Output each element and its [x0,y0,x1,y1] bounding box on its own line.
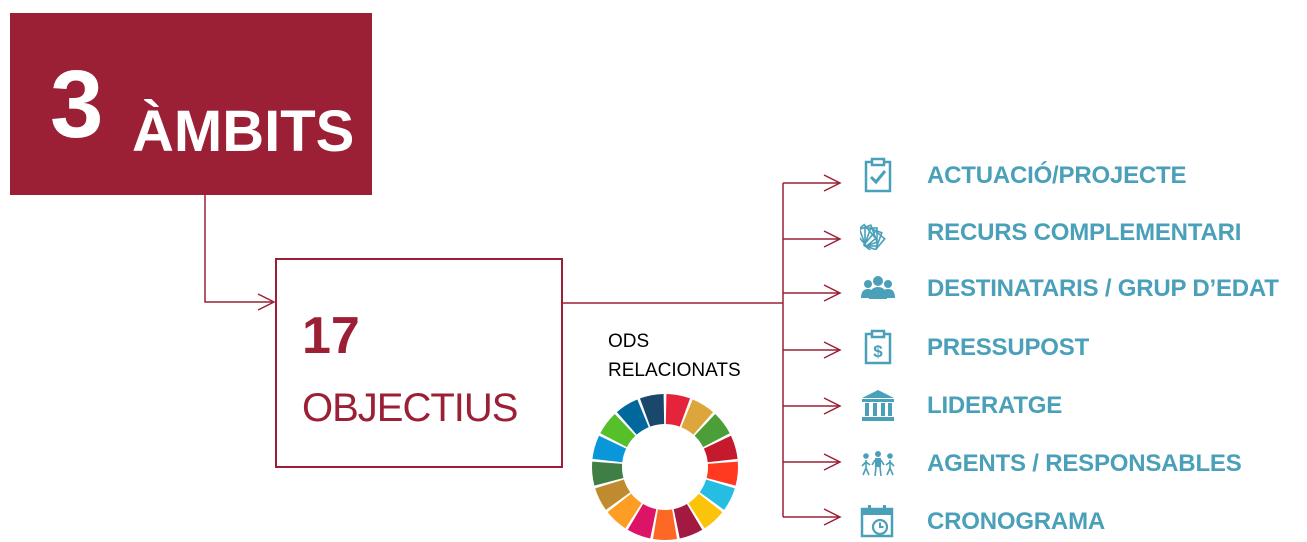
sdg-wheel-icon [592,394,738,540]
branch-arrow-1 [783,174,842,192]
branch-arrow-2 [783,230,842,248]
sdg-wheel-segment [600,414,636,448]
sdg-wheel-segment [703,435,738,463]
sdg-wheel-segment [595,479,631,510]
sdg-wheel-segment [607,493,642,529]
item-label: RECURS COMPLEMENTARI [927,219,1242,246]
sdg-wheel-segment [627,503,657,539]
item-agents-responsables: AGENTS / RESPONSABLES [860,443,1307,483]
sdg-wheel-segment [592,435,627,463]
sdg-wheel-segment [694,414,730,448]
ambits-number: 3 [50,51,104,158]
item-label: LIDERATGE [927,392,1063,419]
branch-arrow-4 [783,341,842,359]
item-actuacio-projecte: ACTUACIÓ/PROJECTE [860,155,1307,195]
item-label: ACTUACIÓ/PROJECTE [927,162,1187,189]
branch-arrow-7 [783,508,842,526]
sdg-wheel-segment [665,394,691,427]
objectius-box: 17 OBJECTIUS [275,258,563,468]
item-label: CRONOGRAMA [927,508,1105,535]
item-label: PRESSUPOST [927,334,1090,361]
objectius-number: 17 [302,307,360,365]
agents-people-icon [861,451,895,477]
item-label: AGENTS / RESPONSABLES [927,450,1242,477]
institution-icon [862,390,894,421]
budget-clipboard-icon: $ [864,329,892,365]
sdg-wheel-segment [673,503,703,539]
ods-label-line1: ODS [608,331,650,352]
sdg-wheel-segment [652,509,678,540]
branch-arrow-6 [783,453,842,471]
clipboard-check-icon [864,157,892,193]
item-recurs-complementari: RECURS COMPLEMENTARI [860,212,1307,252]
ambits-box: 3 ÀMBITS [10,13,372,195]
cards-fan-icon [860,223,886,250]
sdg-wheel-segment [616,399,649,435]
objectius-label: OBJECTIUS [302,386,518,430]
svg-text:$: $ [873,342,883,361]
sdg-wheel-segment [699,479,735,510]
sdg-wheel-segment [706,461,738,486]
calendar-clock-icon [860,505,894,538]
ambits-to-objectius-connector [204,178,272,303]
sdg-wheel-segment [688,493,723,529]
item-label: DESTINATARIS / GRUP D’EDAT [927,275,1279,302]
branch-arrow-3 [783,284,842,302]
branch-arrow-5 [783,397,842,415]
ods-label: ODS RELACIONATS [608,327,741,385]
item-pressupost: $ PRESSUPOST [860,327,1307,367]
sdg-wheel-segment [592,461,624,486]
item-destinataris: DESTINATARIS / GRUP D’EDAT [860,268,1307,308]
sdg-wheel-segment [639,394,665,427]
people-group-icon [861,276,895,299]
ambits-label: ÀMBITS [132,99,355,164]
sdg-wheel-segment [681,399,714,435]
item-lideratge: LIDERATGE [860,385,1307,425]
ods-label-line2: RELACIONATS [608,360,741,381]
ambits-to-objectius-arrowhead [257,293,276,311]
item-cronograma: CRONOGRAMA [860,501,1307,541]
